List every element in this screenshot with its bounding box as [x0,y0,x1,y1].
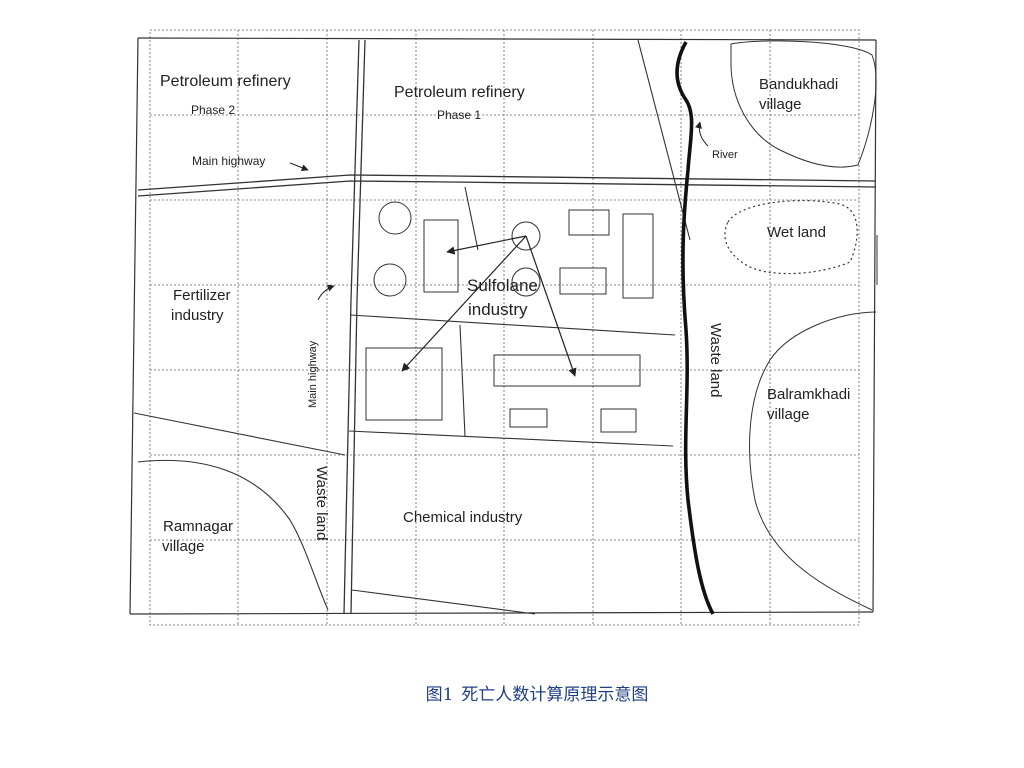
label-waste-land-right: Waste land [707,323,724,397]
label-river: River [712,149,738,161]
label-balramkhadi: Balramkhadi [767,386,850,403]
label-petroleum-refinery-phase2: Petroleum refinery [160,73,291,90]
bandukhadi-village-outline [730,40,877,168]
label-bandukhadi: Bandukhadi [759,76,838,93]
main-highway-vertical [343,39,366,615]
label-wet-land: Wet land [767,224,826,241]
figure-number: 图1 [425,685,454,705]
label-chemical-industry: Chemical industry [403,509,523,526]
label-balramkhadi-village: village [767,406,810,423]
river [675,41,715,615]
direction-arrows [401,235,577,377]
map-grid [149,29,860,626]
figure-caption-text: 死亡人数计算原理示意图 [461,685,649,705]
figure-caption: 图1 死亡人数计算原理示意图 [0,680,1024,705]
label-fertilizer: Fertilizer [173,287,231,304]
label-sulfolane-industry: industry [468,300,528,319]
label-pointers [289,121,709,301]
main-highway-horizontal [137,174,877,197]
balramkhadi-village-outline [749,311,877,611]
label-bandukhadi-village: village [759,96,802,113]
label-petroleum-refinery-phase1: Petroleum refinery [394,84,525,101]
label-fertilizer-industry: industry [171,307,224,324]
map-border [129,37,877,615]
label-main-highway-top: Main highway [192,154,265,168]
label-ramnagar-village: village [162,538,205,555]
label-phase-1: Phase 1 [437,108,481,122]
wet-land-outline [724,200,858,275]
label-phase-2: Phase 2 [191,103,235,117]
boundary-lines [133,39,691,615]
sulfolane-facilities [365,201,654,433]
label-ramnagar: Ramnagar [163,518,233,535]
label-waste-land-left: Waste land [313,466,330,540]
label-sulfolane: Sulfolane [467,276,538,295]
label-main-highway-vertical: Main highway [307,340,319,408]
